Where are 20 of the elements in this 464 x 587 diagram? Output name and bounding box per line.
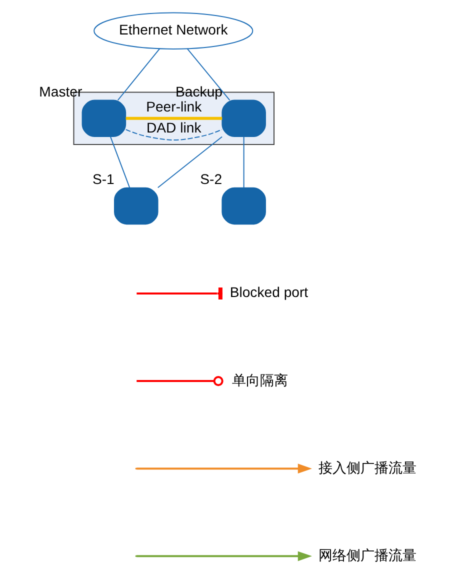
node-label: Master [38,83,82,100]
legend-label: 接入侧广播流量 [318,459,416,476]
connector [242,136,244,188]
legend-label: Blocked port [229,284,308,300]
node-box [114,187,158,225]
edge-label: Peer-link [146,98,202,115]
node-label: S-1 [92,171,114,188]
node-box [221,100,266,137]
node-box [81,100,126,137]
connector [116,48,160,101]
node-box [221,187,266,225]
legend-label: 单向隔离 [231,372,288,388]
connector [125,116,222,120]
connector [125,129,222,141]
edge-label: DAD link [146,120,201,136]
legend-label: 网络侧广播流量 [318,546,416,563]
connector [157,136,222,188]
node-label: S-2 [200,171,222,188]
node-ellipse: Ethernet Network [93,12,253,50]
connector [109,136,130,188]
